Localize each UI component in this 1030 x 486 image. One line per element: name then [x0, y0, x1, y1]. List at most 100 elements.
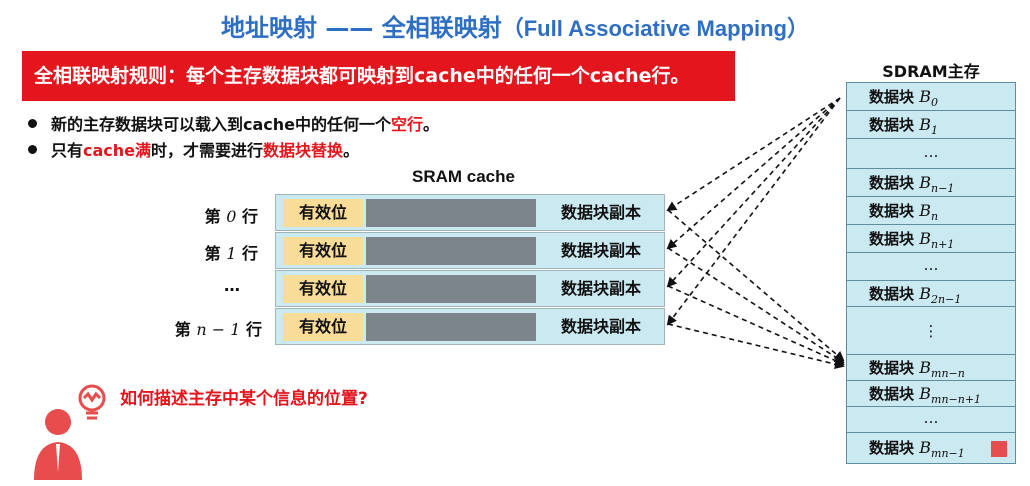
block-symbol: B — [919, 173, 932, 192]
title-sub: （Full Associative Mapping） — [501, 16, 809, 41]
bullet-dot-icon — [28, 145, 37, 154]
memory-block: 数据块 Bn+1 — [847, 225, 1015, 253]
block-symbol: B — [919, 115, 932, 134]
memory-block: 数据块 B2n−1 — [847, 281, 1015, 307]
memory-ellipsis: … — [847, 407, 1015, 433]
memory-block: 数据块 Bmn−n+1 — [847, 381, 1015, 407]
row-label-ellipsis: … — [224, 276, 240, 295]
memory-block: 数据块 B1 — [847, 111, 1015, 139]
bullet-text: 时，才需要进行 — [151, 141, 264, 160]
title-main: 地址映射 —— 全相联映射 — [221, 14, 502, 42]
sdram-title: SDRAM主存 — [882, 62, 980, 81]
highlight-square — [991, 441, 1007, 457]
cache-title: SRAM cache — [412, 167, 515, 186]
block-symbol: B — [919, 201, 932, 220]
block-copy: 数据块副本 — [560, 203, 641, 222]
block-label: 数据块 — [869, 359, 915, 377]
cache-line: 有效位 数据块副本 — [275, 194, 665, 231]
block-index: mn−n+1 — [931, 393, 982, 406]
block-label: 数据块 — [869, 174, 915, 192]
row-label-text: 行 — [236, 207, 258, 226]
cache-line: 有效位 数据块副本 — [275, 270, 665, 307]
mapping-arrow — [666, 97, 841, 288]
valid-bit: 有效位 — [283, 313, 363, 341]
block-copy: 数据块副本 — [560, 241, 641, 260]
row-label-text: 第 — [174, 320, 197, 339]
bullet-list: 新的主存数据块可以载入到cache中的任何一个空行。 只有cache满时，才需要… — [28, 112, 439, 164]
memory-ellipsis: … — [847, 253, 1015, 281]
row-label-math: 0 — [226, 207, 237, 226]
bullet-text: 只有 — [51, 141, 84, 160]
block-index: mn−n — [931, 367, 965, 380]
cache-row-label: 第 1 行 — [158, 240, 258, 264]
memory-block: 数据块 Bn−1 — [847, 169, 1015, 197]
memory-ellipsis: … — [847, 139, 1015, 169]
mapping-arrow — [667, 247, 845, 364]
cache-row-label: 第 n − 1 行 — [162, 316, 262, 340]
sdram-memory: 数据块 B0 数据块 B1 … 数据块 Bn−1 数据块 Bn 数据块 Bn+1… — [846, 82, 1016, 464]
block-index: 0 — [931, 96, 939, 109]
block-index: mn−1 — [931, 447, 965, 460]
mapping-arrow — [666, 97, 841, 212]
row-label-math: n − 1 — [196, 320, 241, 339]
mapping-arrow — [667, 209, 845, 362]
mapping-arrow — [666, 97, 841, 326]
memory-block: 数据块 Bmn−n — [847, 355, 1015, 381]
block-symbol: B — [919, 438, 932, 457]
row-label-text: 第 — [204, 244, 227, 263]
bullet-highlight: 空行 — [391, 115, 424, 134]
block-symbol: B — [919, 87, 932, 106]
tag-field — [366, 237, 536, 265]
valid-bit: 有效位 — [283, 199, 363, 227]
cache-row-label: 第 0 行 — [158, 203, 258, 227]
row-label-math: 1 — [226, 244, 237, 263]
cache-row-label: … — [140, 276, 240, 295]
bullet-highlight: 数据块替换 — [263, 141, 344, 160]
block-label: 数据块 — [869, 230, 915, 248]
row-label-text: 第 — [204, 207, 227, 226]
cache-line: 有效位 数据块副本 — [275, 232, 665, 269]
block-copy: 数据块副本 — [560, 279, 641, 298]
block-symbol: B — [919, 384, 932, 403]
bullet-text: 新的主存数据块可以载入到cache中的任何一个 — [51, 115, 392, 134]
memory-block: 数据块 B0 — [847, 83, 1015, 111]
tag-field — [366, 275, 536, 303]
bullet-item: 只有cache满时，才需要进行数据块替换。 — [28, 138, 439, 164]
block-label: 数据块 — [869, 385, 915, 403]
memory-block: 数据块 Bmn−1 — [847, 433, 1015, 463]
bullet-text: 。 — [343, 141, 360, 160]
block-label: 数据块 — [869, 439, 915, 457]
mapping-arrow — [666, 97, 841, 250]
block-index: n+1 — [931, 238, 955, 251]
block-symbol: B — [919, 284, 932, 303]
bullet-text: 。 — [423, 115, 440, 134]
bullet-dot-icon — [28, 119, 37, 128]
valid-bit: 有效位 — [283, 237, 363, 265]
block-label: 数据块 — [869, 202, 915, 220]
row-label-text: 行 — [240, 320, 262, 339]
cache-line: 有效位 数据块副本 — [275, 308, 665, 345]
memory-block: 数据块 Bn — [847, 197, 1015, 225]
block-copy: 数据块副本 — [560, 317, 641, 336]
mapping-arrow — [667, 285, 845, 366]
bullet-highlight: cache满 — [83, 141, 152, 160]
page-title: 地址映射 —— 全相联映射（Full Associative Mapping） — [0, 8, 1030, 43]
block-index: 1 — [931, 124, 939, 137]
valid-bit: 有效位 — [283, 275, 363, 303]
question-text: 如何描述主存中某个信息的位置? — [120, 389, 368, 409]
block-symbol: B — [919, 358, 932, 377]
tag-field — [366, 313, 536, 341]
block-label: 数据块 — [869, 88, 915, 106]
mapping-rule-banner: 全相联映射规则：每个主存数据块都可映射到cache中的任何一个cache行。 — [22, 51, 735, 101]
tag-field — [366, 199, 536, 227]
block-index: 2n−1 — [931, 293, 962, 306]
memory-ellipsis: ⋮ — [847, 307, 1015, 355]
row-label-text: 行 — [236, 244, 258, 263]
mapping-arrow — [667, 323, 845, 369]
block-symbol: B — [919, 229, 932, 248]
bullet-item: 新的主存数据块可以载入到cache中的任何一个空行。 — [28, 112, 439, 138]
block-label: 数据块 — [869, 116, 915, 134]
block-label: 数据块 — [869, 285, 915, 303]
block-index: n — [931, 210, 939, 223]
block-index: n−1 — [931, 182, 955, 195]
